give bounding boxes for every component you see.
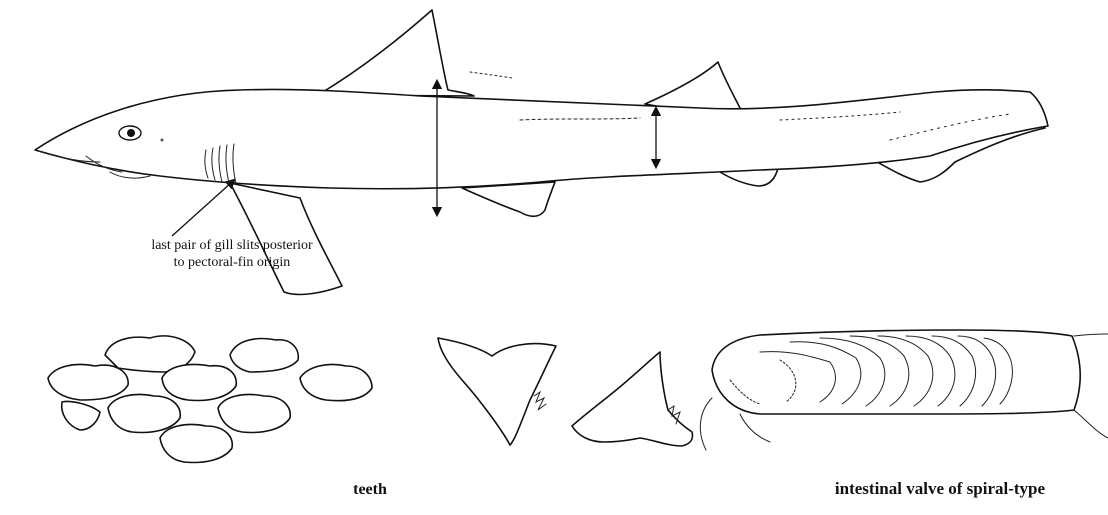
teeth-caption: teeth [310,481,430,499]
gill-callout-arrow [172,182,232,236]
upper-tooth-1 [438,338,556,445]
gill-callout-line2: to pectoral-fin origin [102,254,362,271]
upper-tooth-2 [572,352,693,446]
intestinal-valve-caption: intestinal valve of spiral-type [790,479,1090,499]
lower-teeth-cluster [48,336,372,463]
intestinal-valve [700,330,1108,450]
shark-body [35,89,1048,188]
first-dorsal-fin [318,10,474,96]
upper-teeth [438,338,693,446]
gill-callout-line1: last pair of gill slits posterior [102,237,362,254]
gill-slit-callout: last pair of gill slits posterior to pec… [102,237,362,271]
